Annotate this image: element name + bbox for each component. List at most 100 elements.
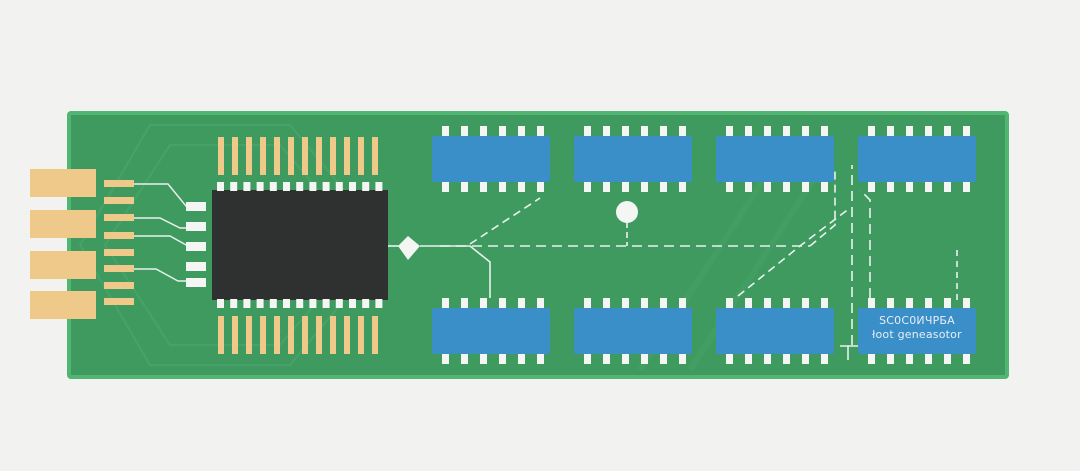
main-ic-left-pads — [186, 202, 206, 287]
chip-pin — [537, 354, 544, 364]
gold-bar — [344, 137, 350, 175]
chip-pin — [802, 182, 809, 192]
memory-chip — [574, 298, 692, 364]
ic-pin — [362, 299, 370, 308]
chip-pin — [480, 298, 487, 308]
chip-pin — [480, 126, 487, 136]
gold-bar — [260, 316, 266, 354]
ic-pin — [296, 299, 304, 308]
memory-chips — [432, 126, 976, 364]
chip-pin — [461, 298, 468, 308]
chip-pin — [679, 354, 686, 364]
chip-pin — [603, 182, 610, 192]
chip-pin — [518, 126, 525, 136]
gold-bar — [302, 137, 308, 175]
gold-bar — [344, 316, 350, 354]
chip-body — [574, 136, 692, 182]
junction-diamond — [398, 236, 420, 260]
chip-label-line2: łoot geneasotor — [872, 328, 962, 341]
gold-bar — [218, 316, 224, 354]
chip-pin — [442, 126, 449, 136]
gold-bar — [358, 137, 364, 175]
gold-bar — [274, 137, 280, 175]
chip-body — [432, 136, 550, 182]
chip-pin — [584, 298, 591, 308]
chip-pin — [660, 126, 667, 136]
ic-pin — [322, 299, 330, 308]
chip-pin — [764, 298, 771, 308]
chip-pin — [783, 354, 790, 364]
chip-pin — [868, 298, 875, 308]
chip-pin — [480, 182, 487, 192]
chip-pin — [906, 354, 913, 364]
chip-pin — [537, 298, 544, 308]
chip-pin — [887, 182, 894, 192]
via-circle — [616, 201, 638, 223]
gold-bar — [274, 316, 280, 354]
ic-pin — [269, 299, 277, 308]
chip-pin — [584, 354, 591, 364]
chip-pin — [518, 182, 525, 192]
memory-chip — [858, 126, 976, 192]
ic-pin — [256, 182, 264, 191]
chip-pin — [868, 182, 875, 192]
gold-bar — [316, 137, 322, 175]
edge-pad — [30, 291, 96, 319]
chip-pin — [887, 126, 894, 136]
main-ic — [212, 190, 388, 300]
ic-pin — [243, 182, 251, 191]
chip-pin — [537, 126, 544, 136]
ic-pin — [375, 299, 383, 308]
chip-pin — [641, 298, 648, 308]
ic-pin — [283, 299, 290, 308]
chip-pin — [944, 354, 951, 364]
chip-pin — [442, 298, 449, 308]
chip-pin — [868, 354, 875, 364]
chip-pin — [802, 354, 809, 364]
memory-chip — [858, 298, 976, 364]
memory-chip — [716, 298, 834, 364]
gold-bar — [372, 316, 378, 354]
chip-body — [574, 308, 692, 354]
chip-pin — [499, 354, 506, 364]
chip-pin — [480, 354, 487, 364]
chip-pin — [906, 126, 913, 136]
ic-pin — [349, 299, 356, 308]
chip-pin — [745, 126, 752, 136]
chip-pin — [783, 126, 790, 136]
chip-pin — [802, 126, 809, 136]
chip-pin — [622, 126, 629, 136]
chip-pin — [745, 354, 752, 364]
chip-pin — [622, 298, 629, 308]
main-ic-pins — [217, 182, 383, 308]
chip-pin — [963, 126, 970, 136]
ic-pin — [322, 182, 330, 191]
chip-pin — [821, 126, 828, 136]
ic-pin — [335, 299, 343, 308]
chip-pin — [726, 298, 733, 308]
edge-pad — [30, 210, 96, 238]
chip-pin — [821, 182, 828, 192]
chip-pin — [660, 182, 667, 192]
chip-pin — [925, 354, 932, 364]
chip-pin — [499, 298, 506, 308]
gold-bar — [232, 316, 238, 354]
chip-pin — [499, 182, 506, 192]
chip-pin — [679, 126, 686, 136]
gold-bar — [330, 316, 336, 354]
edge-pad — [30, 251, 96, 279]
chip-pin — [603, 126, 610, 136]
chip-pin — [603, 354, 610, 364]
chip-pin — [461, 354, 468, 364]
chip-pin — [461, 182, 468, 192]
ic-pin — [230, 299, 238, 308]
chip-pin — [499, 126, 506, 136]
ic-pin — [269, 182, 277, 191]
gold-bar — [246, 316, 252, 354]
chip-pin — [963, 298, 970, 308]
chip-pin — [925, 298, 932, 308]
gold-bar — [218, 137, 224, 175]
chip-pin — [537, 182, 544, 192]
chip-pin — [679, 298, 686, 308]
